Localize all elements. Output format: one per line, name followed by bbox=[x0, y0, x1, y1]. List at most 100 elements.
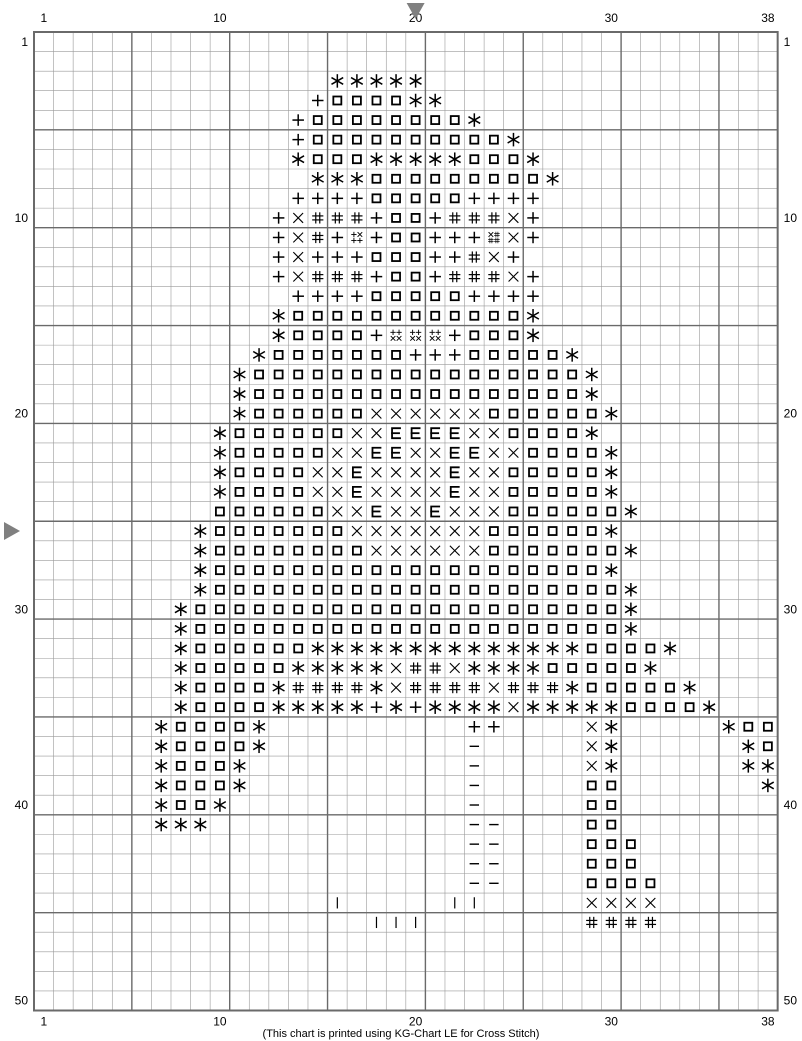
open-square-mark bbox=[216, 703, 224, 711]
stitch-open-square bbox=[235, 488, 243, 496]
stitch-open-square bbox=[255, 449, 263, 457]
stitch-plus bbox=[489, 193, 499, 203]
stitch-open-square bbox=[470, 625, 478, 633]
open-square-mark bbox=[353, 547, 361, 555]
row-label-right: 30 bbox=[784, 602, 798, 616]
stitch-asterisk bbox=[410, 94, 420, 106]
open-square-mark bbox=[294, 468, 302, 476]
open-square-mark bbox=[353, 351, 361, 359]
stitch-cross bbox=[587, 722, 596, 731]
stitch-open-square bbox=[255, 605, 263, 613]
open-square-mark bbox=[372, 312, 380, 320]
stitch-open-square bbox=[255, 468, 263, 476]
stitch-open-square bbox=[490, 136, 498, 144]
open-square-mark bbox=[431, 370, 439, 378]
stitch-open-square bbox=[549, 507, 557, 515]
stitch-open-square bbox=[431, 625, 439, 633]
stitch-asterisk bbox=[391, 153, 401, 165]
open-square-mark bbox=[646, 644, 654, 652]
stitch-open-square bbox=[568, 507, 576, 515]
open-square-mark bbox=[255, 625, 263, 633]
open-square-mark bbox=[353, 390, 361, 398]
stitch-hash bbox=[469, 213, 479, 223]
open-square-mark bbox=[470, 331, 478, 339]
open-square-mark bbox=[529, 507, 537, 515]
stitch-open-square bbox=[588, 664, 596, 672]
stitch-open-square bbox=[314, 586, 322, 594]
stitch-open-square bbox=[412, 273, 420, 281]
open-square-mark bbox=[588, 449, 596, 457]
open-square-mark bbox=[646, 879, 654, 887]
open-square-mark bbox=[333, 370, 341, 378]
stitch-open-square bbox=[235, 742, 243, 750]
stitch-cross bbox=[587, 898, 596, 907]
open-square-mark bbox=[470, 625, 478, 633]
stitch-cross bbox=[470, 409, 479, 418]
stitch-hash bbox=[469, 683, 479, 693]
open-square-mark bbox=[412, 625, 420, 633]
stitch-asterisk bbox=[195, 819, 205, 831]
stitch-open-square bbox=[196, 762, 204, 770]
open-square-mark bbox=[353, 586, 361, 594]
stitch-letter-e bbox=[353, 487, 361, 497]
stitch-open-square bbox=[509, 429, 517, 437]
stitch-cross bbox=[333, 487, 342, 496]
open-square-mark bbox=[216, 625, 224, 633]
open-square-mark bbox=[333, 312, 341, 320]
open-square-mark bbox=[275, 644, 283, 652]
open-square-mark bbox=[196, 605, 204, 613]
stitch-asterisk bbox=[587, 701, 597, 713]
stitch-asterisk bbox=[195, 584, 205, 596]
open-square-mark bbox=[216, 586, 224, 594]
stitch-open-square bbox=[294, 390, 302, 398]
stitch-open-square bbox=[490, 175, 498, 183]
stitch-open-square bbox=[764, 723, 772, 731]
stitch-asterisk bbox=[273, 310, 283, 322]
stitch-open-square bbox=[333, 429, 341, 437]
open-square-mark bbox=[275, 566, 283, 574]
stitch-open-square bbox=[588, 468, 596, 476]
stitch-cross bbox=[431, 546, 440, 555]
stitch-hash bbox=[489, 272, 499, 282]
open-square-mark bbox=[275, 586, 283, 594]
stitch-asterisk bbox=[743, 760, 753, 772]
stitch-open-square bbox=[607, 684, 615, 692]
stitch-open-square bbox=[588, 644, 596, 652]
open-square-mark bbox=[392, 233, 400, 241]
stitch-cross bbox=[392, 683, 401, 692]
open-square-mark bbox=[314, 331, 322, 339]
open-square-mark bbox=[216, 742, 224, 750]
stitch-open-square bbox=[568, 586, 576, 594]
stitch-open-square bbox=[333, 390, 341, 398]
stitch-open-square bbox=[490, 625, 498, 633]
open-square-mark bbox=[490, 331, 498, 339]
stitch-plus bbox=[293, 291, 303, 301]
stitch-asterisk bbox=[371, 642, 381, 654]
open-square-mark bbox=[275, 410, 283, 418]
open-square-mark bbox=[509, 175, 517, 183]
stitch-plus bbox=[274, 232, 284, 242]
stitch-plus bbox=[450, 232, 460, 242]
stitch-letter-e bbox=[372, 506, 380, 516]
stitch-plus bbox=[332, 252, 342, 262]
stitch-hash bbox=[528, 683, 538, 693]
open-square-mark bbox=[372, 351, 380, 359]
stitch-open-square bbox=[294, 429, 302, 437]
open-square-mark bbox=[607, 664, 615, 672]
open-square-mark bbox=[392, 370, 400, 378]
stitch-asterisk bbox=[215, 466, 225, 478]
row-label-right: 1 bbox=[784, 35, 791, 49]
stitch-asterisk bbox=[176, 642, 186, 654]
stitch-open-square bbox=[412, 605, 420, 613]
stitch-open-square bbox=[490, 410, 498, 418]
stitch-open-square bbox=[470, 175, 478, 183]
open-square-mark bbox=[392, 390, 400, 398]
open-square-mark bbox=[294, 449, 302, 457]
stitch-open-square bbox=[314, 390, 322, 398]
stitch-hash bbox=[450, 683, 460, 693]
stitch-open-square bbox=[607, 840, 615, 848]
stitch-asterisk bbox=[469, 662, 479, 674]
stitch-asterisk bbox=[176, 682, 186, 694]
open-square-mark bbox=[431, 605, 439, 613]
stitch-asterisk bbox=[528, 642, 538, 654]
